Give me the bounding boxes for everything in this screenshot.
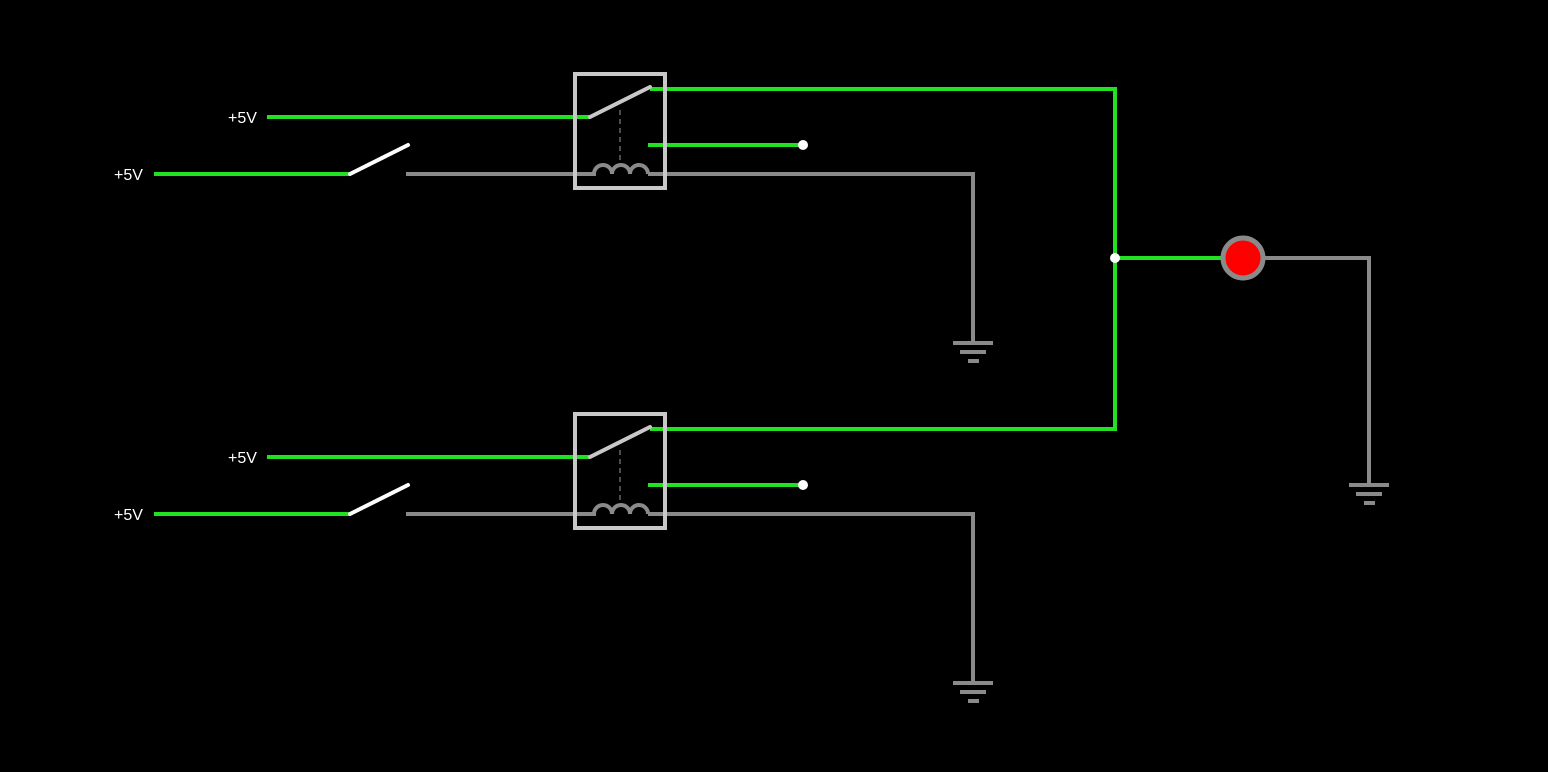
- output-lamp[interactable]: [1220, 235, 1266, 281]
- ground-2-icon: [953, 681, 993, 703]
- relay-1-supply-label: +5V: [228, 110, 257, 127]
- lamp-ground-wire[interactable]: [1264, 256, 1371, 485]
- switch-2-supply-label: +5V: [114, 507, 143, 524]
- relay-2-body[interactable]: [573, 412, 667, 530]
- relay-1-body[interactable]: [573, 72, 667, 190]
- relay-2-coil: [590, 503, 650, 516]
- relay-2-armature: [588, 425, 652, 459]
- switch-1-supply-label: +5V: [114, 167, 143, 184]
- relay-2-output-wire[interactable]: [650, 258, 1117, 431]
- relay-2-nc-terminal[interactable]: [798, 480, 808, 490]
- relay-1-nc-terminal[interactable]: [798, 140, 808, 150]
- relay-1-armature: [588, 85, 652, 119]
- relay-1-output-wire[interactable]: [650, 87, 1117, 258]
- relay-2-coil-ground-wire[interactable]: [648, 512, 975, 683]
- relay-1-coil-ground-wire[interactable]: [648, 172, 975, 343]
- relay-2-group: +5V +5V: [114, 258, 1117, 703]
- ground-3-icon: [1349, 483, 1389, 505]
- relay-1-group: +5V +5V: [114, 72, 1117, 363]
- junction-node[interactable]: [1110, 253, 1120, 263]
- relay-1-coil: [590, 163, 650, 176]
- ground-1-icon: [953, 341, 993, 363]
- switch-1-lever[interactable]: [348, 143, 410, 176]
- output-group: [1110, 235, 1389, 505]
- relay-2-supply-label: +5V: [228, 450, 257, 467]
- switch-2-lever[interactable]: [348, 483, 410, 516]
